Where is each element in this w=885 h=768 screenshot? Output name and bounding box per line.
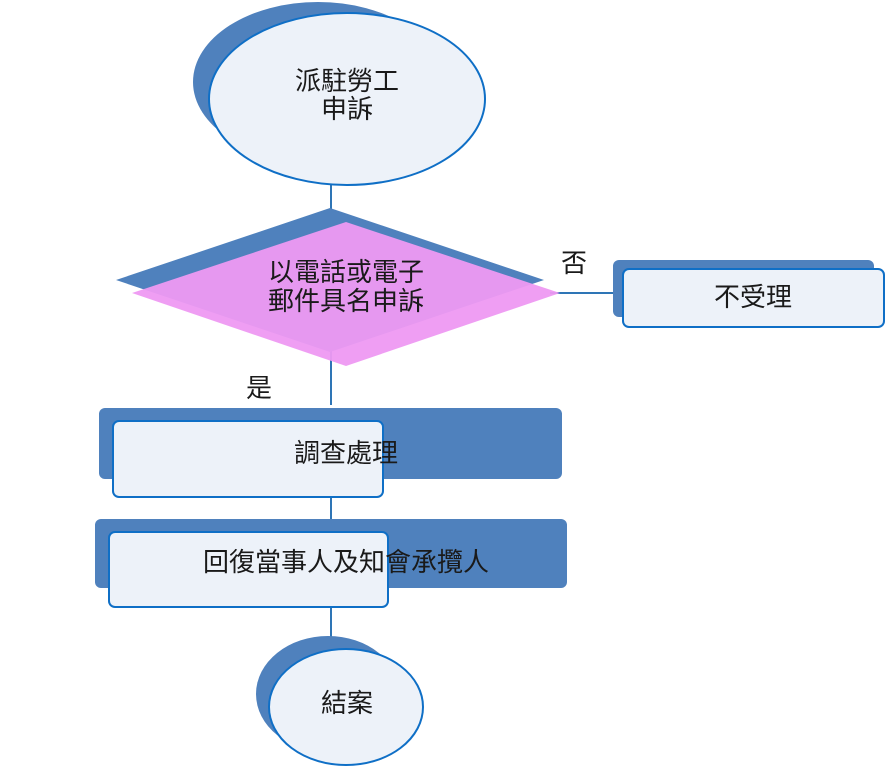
investigate-node-shape — [112, 420, 384, 498]
reject-node-shape — [622, 268, 885, 328]
end-node[interactable]: 結案 — [256, 636, 424, 766]
reject-node-label: 不受理 — [714, 283, 792, 313]
start-node[interactable]: 派駐勞工 申訴 — [193, 2, 486, 186]
start-node-shape — [208, 12, 486, 186]
end-node-shape — [268, 648, 424, 766]
decision-node-line-2: 郵件具名申訴 — [268, 287, 424, 317]
decision-node-shape — [132, 222, 560, 366]
edge-label-no: 否 — [561, 249, 587, 279]
reply-node[interactable]: 回復當事人及知會承攬人 — [95, 519, 567, 608]
reply-node-shape — [108, 531, 389, 608]
reply-node-label: 回復當事人及知會承攬人 — [203, 548, 489, 578]
start-node-line-1: 派駐勞工 — [295, 67, 399, 97]
start-node-line-2: 申訴 — [321, 95, 373, 125]
decision-node[interactable]: 以電話或電子 郵件具名申訴 — [116, 208, 560, 366]
edge-label-yes: 是 — [246, 374, 272, 404]
reject-node[interactable]: 不受理 — [613, 260, 885, 328]
decision-node-line-1: 以電話或電子 — [268, 258, 424, 288]
investigate-node-label: 調查處理 — [294, 439, 398, 469]
investigate-node[interactable]: 調查處理 — [99, 408, 562, 498]
end-node-label: 結案 — [321, 689, 373, 719]
